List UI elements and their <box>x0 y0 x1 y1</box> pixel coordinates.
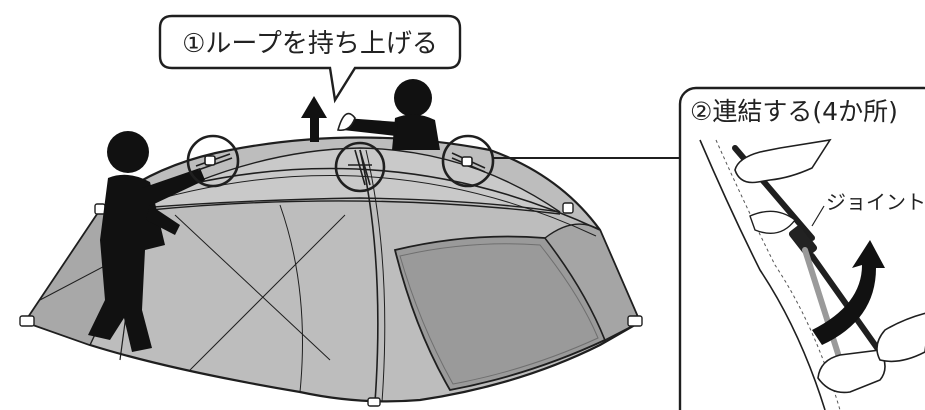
up-arrow-icon <box>301 96 327 142</box>
joint-circle-left <box>186 134 240 188</box>
inset-hand-top <box>734 138 832 184</box>
tent-corner-loops <box>19 202 643 407</box>
step2-label: ②連結する(4か所) <box>690 97 898 126</box>
person-right <box>343 79 440 150</box>
tent-door-inner <box>399 243 599 385</box>
person-left <box>88 131 205 352</box>
joint-details <box>195 149 486 186</box>
inset-strap <box>749 210 796 234</box>
inset-hand-bottom <box>817 349 886 394</box>
inset-pole-lower <box>809 253 883 355</box>
step1-label: ①ループを持ち上げる <box>182 29 438 59</box>
lifted-loop <box>336 112 356 132</box>
step1-callout: ①ループを持ち上げる <box>158 14 462 104</box>
tent-right-side <box>544 223 641 341</box>
inset-joint <box>788 225 818 257</box>
joint-label: ジョイント <box>826 190 925 214</box>
joint-circle-center <box>334 141 386 193</box>
joint-inset: ②連結する(4か所) ジョイント <box>678 86 925 410</box>
joint-markers <box>186 134 495 193</box>
joint-label-leader <box>811 205 825 227</box>
curved-arrow-icon <box>812 240 885 345</box>
inset-hand-right <box>876 312 925 363</box>
joint-circle-right <box>441 134 495 188</box>
dome-tent <box>19 136 643 407</box>
